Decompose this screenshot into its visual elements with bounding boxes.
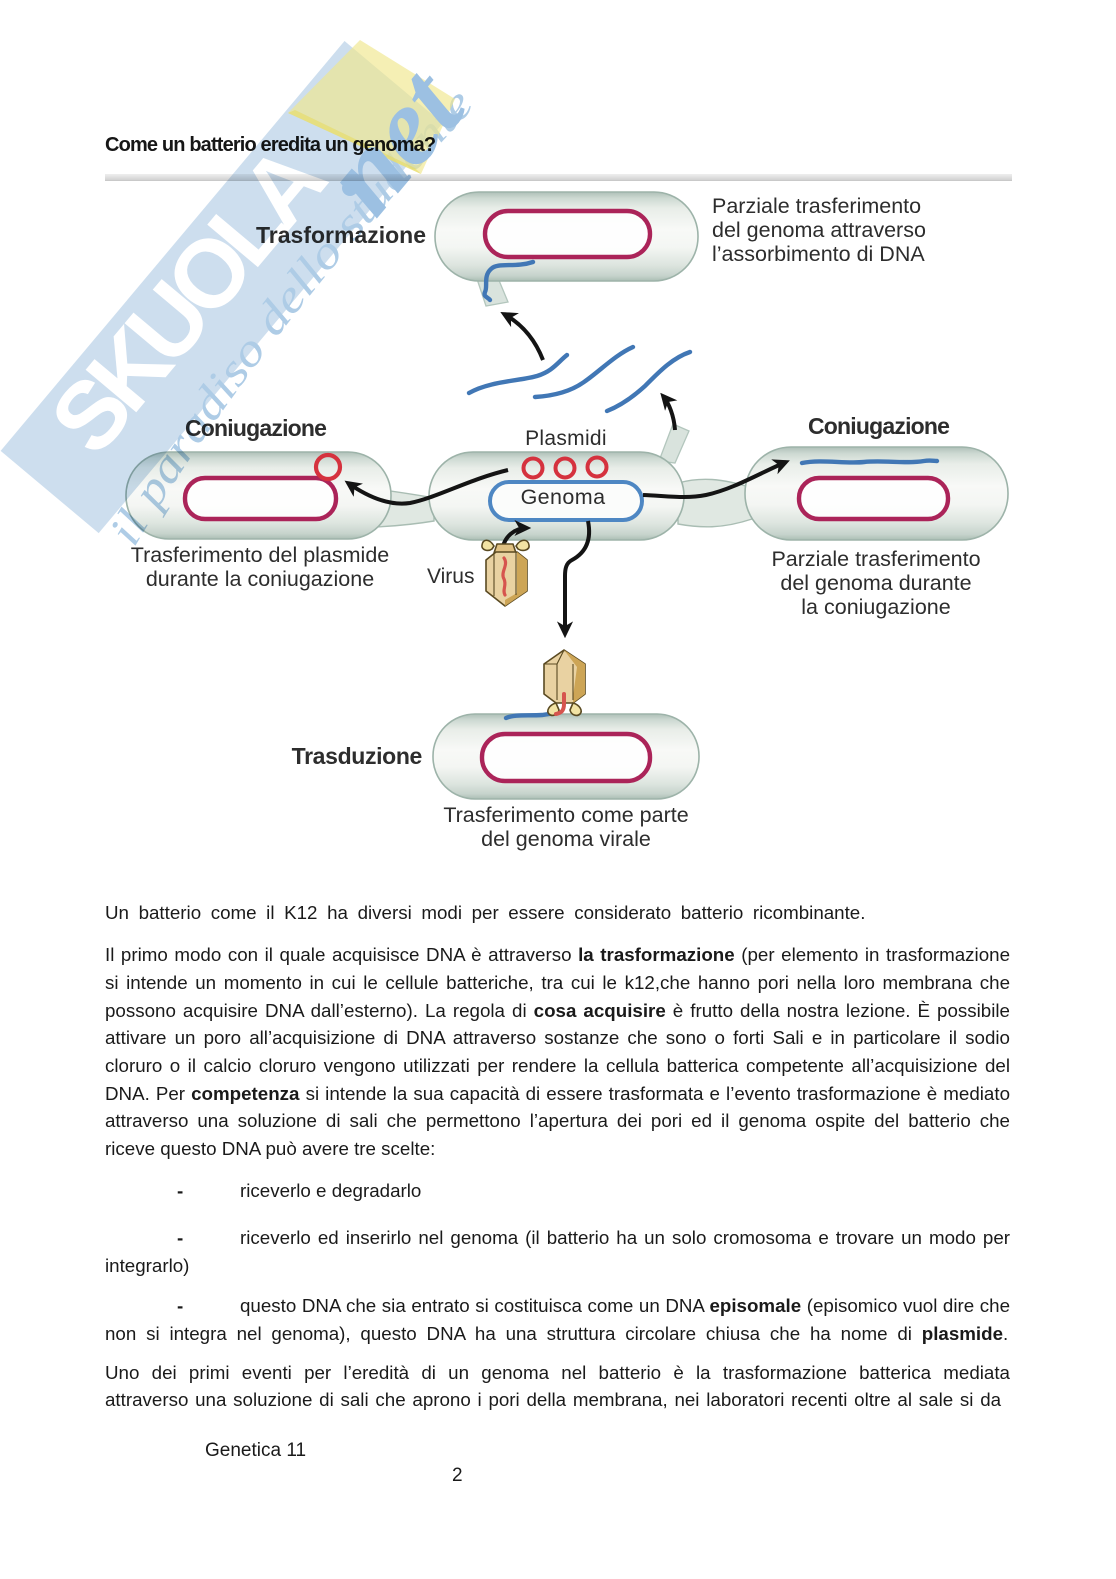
svg-text:Genoma: Genoma bbox=[521, 485, 606, 509]
svg-text:Trasformazione: Trasformazione bbox=[256, 222, 426, 248]
svg-text:la coniugazione: la coniugazione bbox=[801, 595, 950, 619]
svg-text:Parziale trasferimento: Parziale trasferimento bbox=[771, 547, 980, 571]
svg-text:Plasmidi: Plasmidi bbox=[525, 427, 607, 450]
svg-text:Trasferimento del plasmide: Trasferimento del plasmide bbox=[131, 543, 390, 567]
svg-text:Parziale trasferimento: Parziale trasferimento bbox=[712, 194, 921, 218]
svg-text:Coniugazione: Coniugazione bbox=[808, 413, 949, 439]
svg-text:del genoma virale: del genoma virale bbox=[481, 827, 651, 851]
svg-text:Trasferimento come parte: Trasferimento come parte bbox=[443, 803, 688, 827]
svg-text:durante la coniugazione: durante la coniugazione bbox=[146, 567, 374, 591]
svg-text:del genoma attraverso: del genoma attraverso bbox=[712, 218, 926, 242]
svg-text:l’assorbimento di DNA: l’assorbimento di DNA bbox=[712, 242, 925, 266]
svg-text:Virus: Virus bbox=[427, 565, 474, 588]
svg-text:Coniugazione: Coniugazione bbox=[185, 415, 326, 441]
svg-text:Trasduzione: Trasduzione bbox=[292, 743, 422, 769]
svg-text:del genoma durante: del genoma durante bbox=[780, 571, 971, 595]
